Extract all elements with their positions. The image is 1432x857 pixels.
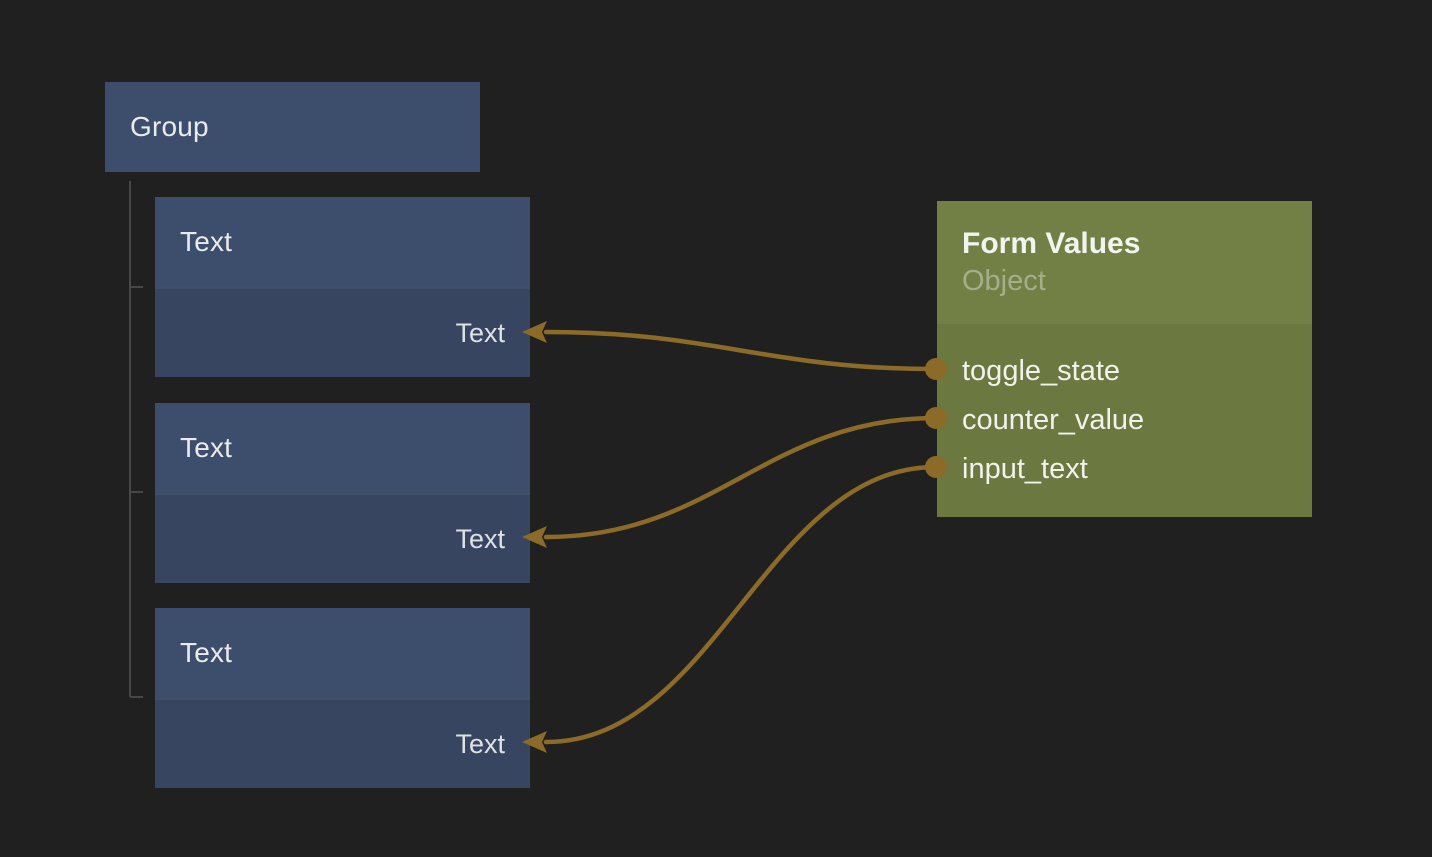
- group-node-title: Group: [130, 111, 209, 142]
- text-node-2-input-label: Text: [455, 523, 505, 554]
- form-field-row-input-text[interactable]: input_text: [962, 445, 1287, 494]
- text-node-1-title: Text: [180, 226, 233, 257]
- form-values-node-header: Form Values Object: [937, 201, 1312, 322]
- form-values-node-title: Form Values: [962, 227, 1141, 260]
- form-field-label-input-text: input_text: [962, 453, 1088, 485]
- text-node-3-input-row[interactable]: Text: [155, 698, 530, 788]
- edge-curve-counter_value: [543, 415, 939, 540]
- text-node-2[interactable]: Text Text: [155, 403, 530, 583]
- text-node-1-input-row[interactable]: Text: [155, 287, 530, 377]
- group-node[interactable]: Group: [105, 82, 480, 172]
- text-node-2-title: Text: [180, 432, 233, 463]
- text-node-3[interactable]: Text Text: [155, 608, 530, 788]
- text-node-1-header: Text: [155, 197, 530, 287]
- form-values-node-subtitle: Object: [962, 265, 1046, 297]
- form-field-row-counter-value[interactable]: counter_value: [962, 396, 1287, 445]
- text-node-1[interactable]: Text Text: [155, 197, 530, 377]
- form-field-label-toggle-state: toggle_state: [962, 355, 1121, 387]
- edge-curve-input_text: [543, 464, 939, 745]
- edge-curve-toggle_state: [543, 329, 939, 372]
- form-field-label-counter-value: counter_value: [962, 404, 1145, 436]
- text-node-3-header: Text: [155, 608, 530, 698]
- text-node-3-input-label: Text: [455, 728, 505, 759]
- form-field-row-toggle-state[interactable]: toggle_state: [962, 347, 1287, 396]
- text-node-1-input-label: Text: [455, 317, 505, 348]
- form-values-node[interactable]: Form Values Object toggle_state counter_…: [937, 201, 1312, 517]
- text-node-2-header: Text: [155, 403, 530, 493]
- text-node-2-input-row[interactable]: Text: [155, 493, 530, 583]
- text-node-3-title: Text: [180, 637, 233, 668]
- form-values-node-body: toggle_state counter_value input_text: [937, 322, 1312, 517]
- group-node-header: Group: [105, 82, 480, 172]
